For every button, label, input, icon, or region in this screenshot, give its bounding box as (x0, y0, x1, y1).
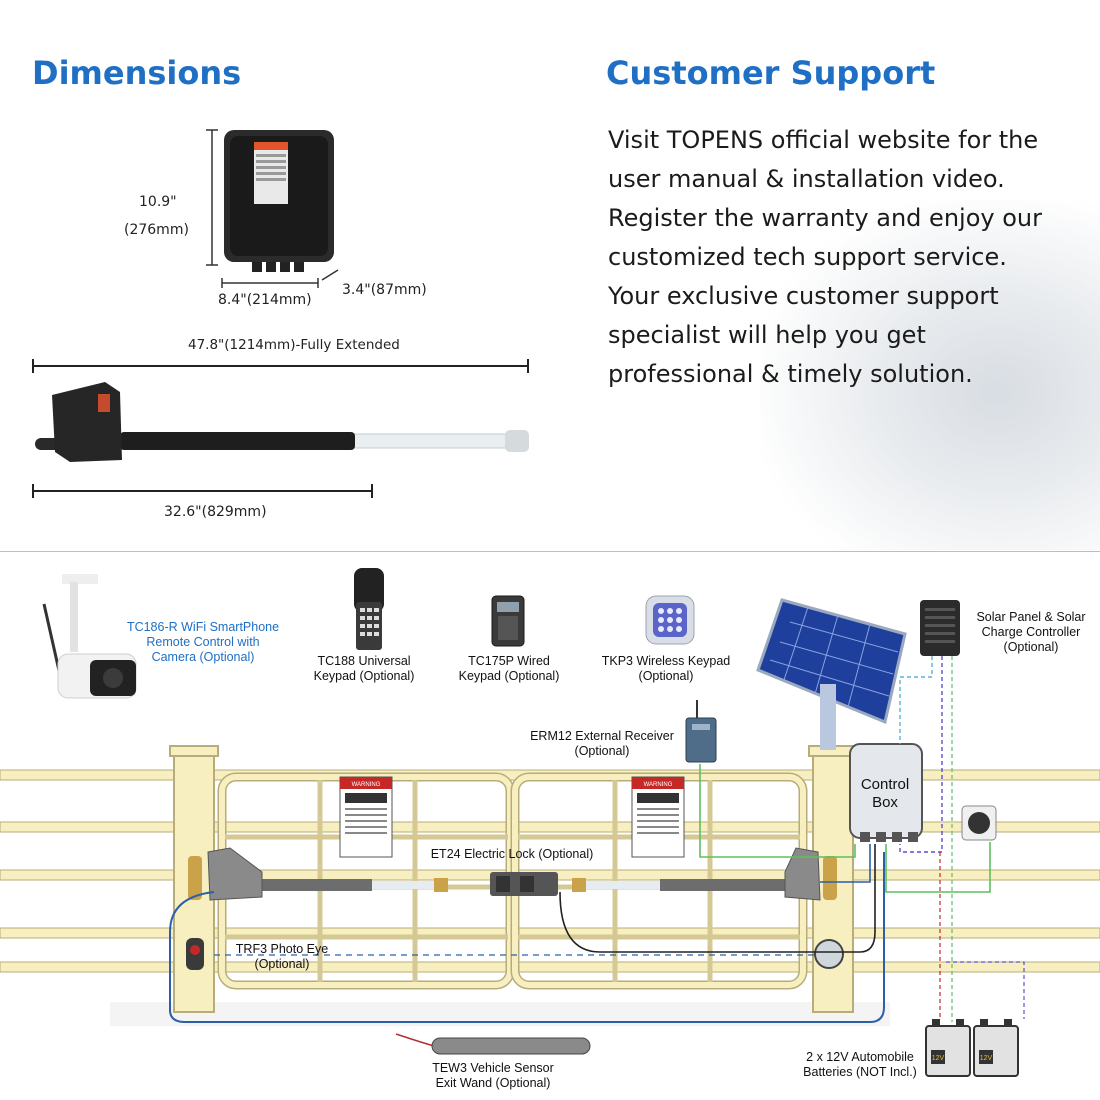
exit-wand (395, 1033, 591, 1055)
box-depth-label: 3.4"(87mm) (342, 282, 427, 298)
support-line: user manual & installation video. (608, 165, 1005, 193)
support-line: Your exclusive customer support (608, 282, 999, 310)
support-line: customized tech support service. (608, 243, 1007, 271)
support-line: specialist will help you get (608, 321, 926, 349)
external-receiver (685, 700, 717, 763)
actuator-right (572, 847, 821, 901)
caption-solar: Solar Panel & Solar Charge Controller (O… (976, 610, 1086, 654)
svg-text:WARNING: WARNING (644, 782, 673, 788)
caption-tc175p: TC175P Wired Keypad (Optional) (458, 654, 560, 683)
batteries: 12V 12V (925, 1019, 1019, 1077)
svg-text:12V: 12V (980, 1055, 993, 1062)
arm-retracted-label: 32.6"(829mm) (164, 504, 267, 520)
fence-bars (0, 769, 1100, 973)
caption-trf3: TRF3 Photo Eye (Optional) (235, 942, 329, 971)
actuator-arm-image (35, 382, 529, 462)
caption-tkp3: TKP3 Wireless Keypad (Optional) (601, 654, 731, 683)
section-divider (0, 551, 1100, 552)
tc175p-keypad (491, 595, 525, 647)
electric-lock (490, 872, 558, 896)
arm-extended-label: 47.8"(1214mm)-Fully Extended (188, 337, 400, 353)
support-line: Visit TOPENS official website for the (608, 126, 1039, 154)
solar-controller (920, 600, 960, 656)
warning-sign-left: WARNING (339, 776, 393, 858)
tkp3-keypad (645, 595, 695, 645)
box-height-inch: 10.9" (139, 194, 177, 210)
photo-eye-right (814, 939, 844, 969)
box-width-label: 8.4"(214mm) (218, 292, 312, 308)
installation-diagram: WARNING WARNING (0, 568, 1100, 1077)
control-box (849, 743, 923, 842)
dimensions-title: Dimensions (32, 54, 242, 92)
actuator-left (207, 847, 448, 901)
support-background-photo (760, 200, 1100, 550)
control-box-image (224, 130, 334, 272)
caption-tew3: TEW3 Vehicle Sensor Exit Wand (Optional) (432, 1061, 554, 1090)
svg-text:WARNING: WARNING (352, 782, 381, 788)
wiring (169, 656, 1025, 1023)
warning-sign-right: WARNING (631, 776, 685, 858)
customer-support-text: Visit TOPENS official website for the us… (608, 121, 1042, 394)
camera-device (42, 574, 137, 699)
box-height-mm: (276mm) (124, 222, 189, 238)
caption-control-box: Control Box (860, 776, 910, 811)
support-line: Register the warranty and enjoy our (608, 204, 1042, 232)
caption-camera: TC186-R WiFi SmartPhone Remote Control w… (126, 620, 280, 664)
caption-tc188: TC188 Universal Keypad (Optional) (313, 654, 415, 683)
svg-text:12V: 12V (932, 1055, 945, 1062)
caption-erm12: ERM12 External Receiver (Optional) (530, 729, 674, 758)
caption-et24: ET24 Electric Lock (Optional) (430, 847, 594, 861)
tc188-keypad (354, 568, 384, 650)
power-outlet (961, 805, 997, 841)
customer-support-title: Customer Support (606, 54, 936, 92)
caption-batteries: 2 x 12V Automobile Batteries (NOT Incl.) (803, 1050, 917, 1079)
solar-panel (756, 598, 907, 750)
dimensions-drawing (32, 129, 529, 498)
support-line: professional & timely solution. (608, 360, 973, 388)
